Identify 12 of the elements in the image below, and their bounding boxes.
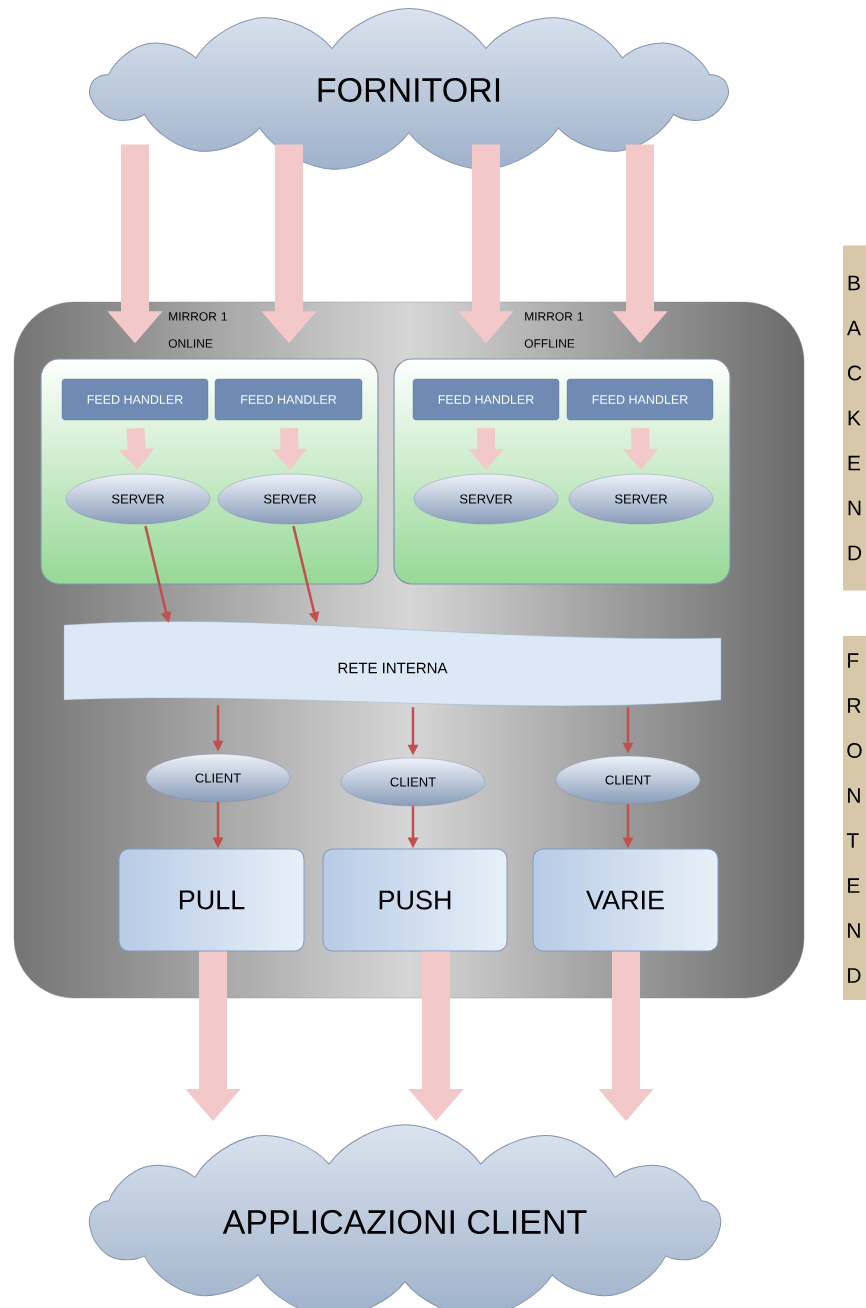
process-box: VARIE: [532, 848, 719, 952]
network-banner: RETE INTERNA: [63, 621, 722, 707]
group-heading: MIRROR 1 ONLINE: [168, 312, 227, 348]
process-box: FEED HANDLER: [412, 378, 560, 421]
process-box: FEED HANDLER: [566, 378, 714, 421]
process-box: PUSH: [322, 848, 508, 952]
group-heading: MIRROR 1 OFFLINE: [524, 312, 583, 348]
process-box: PULL: [118, 848, 305, 952]
process-box: FEED HANDLER: [61, 378, 209, 421]
process-box: FEED HANDLER: [214, 378, 363, 421]
vertical-label-box: B A C K E N D: [843, 245, 866, 591]
vertical-label-box: F R O N T E N D: [843, 636, 866, 1000]
